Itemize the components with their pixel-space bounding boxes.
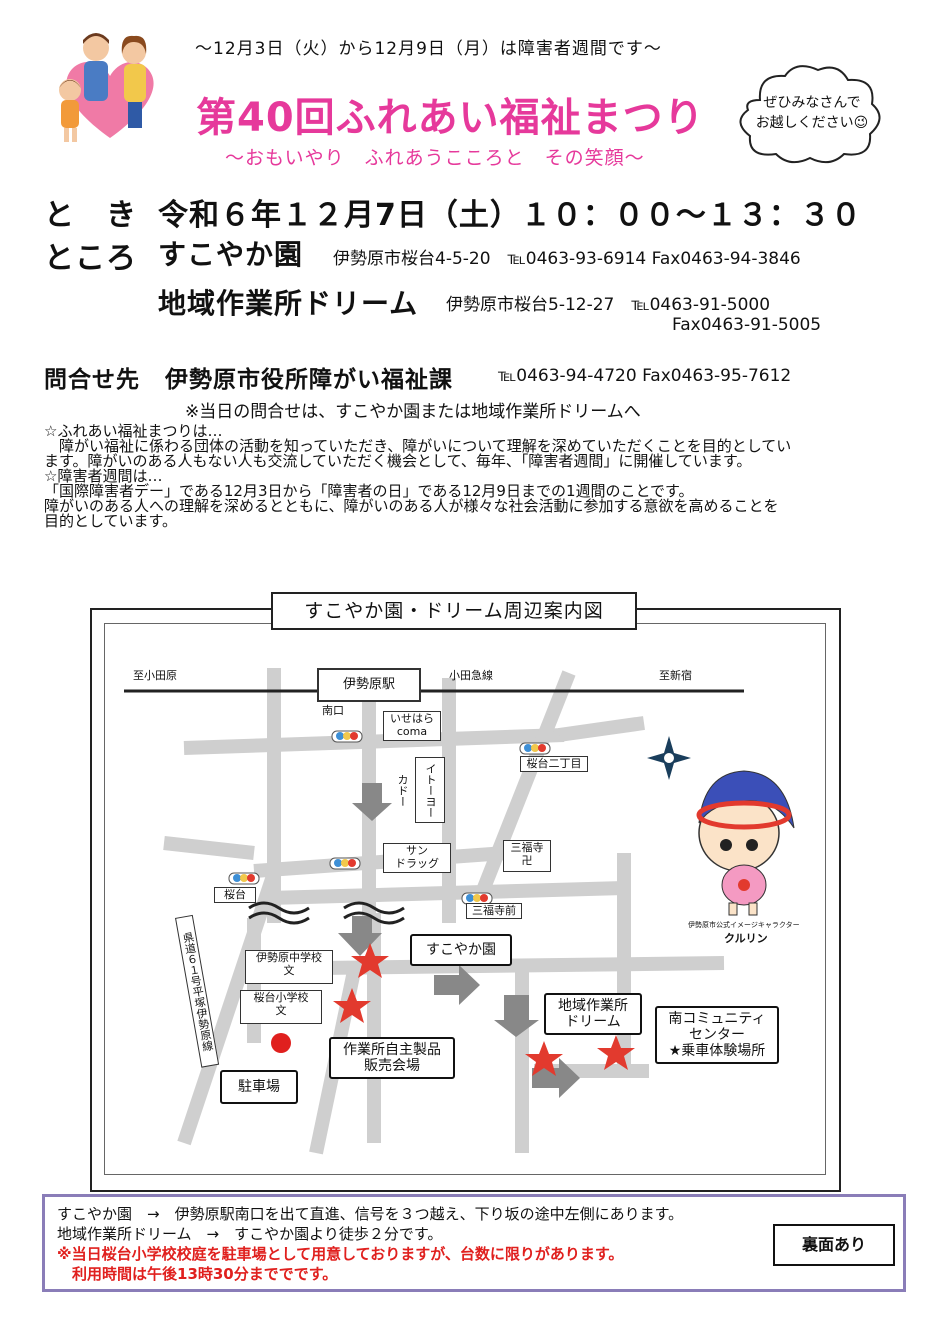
venue2-name: 地域作業所ドリーム — [158, 287, 419, 320]
desc-p1-line1: 障がい福祉に係わる団体の活動を知っていただき、障がいについて理解を深めていただく… — [44, 437, 792, 455]
callout-sales-line2: 販売会場 — [364, 1058, 420, 1074]
access-parking-note: ※当日桜台小学校校庭を駐車場として用意しておりますが、台数に限りがあります。 — [57, 1245, 624, 1263]
map-isehara-coma-line1: いせはら — [390, 712, 434, 725]
day-note: ※当日の問合せは、すこやか園または地域作業所ドリームへ — [185, 402, 641, 422]
where-label: ところ — [44, 241, 137, 276]
callout-community-line1: 南コミュニティ — [668, 1011, 766, 1027]
contact-detail: ℡0463-94-4720 Fax0463-95-7612 — [498, 366, 792, 386]
venue2-detail: 伊勢原市桜台5-12-27 ℡0463-91-5000 — [446, 295, 771, 315]
map-sun-drug-line2: ドラッグ — [395, 857, 439, 870]
map-title: すこやか園・ドリーム周辺案内図 — [271, 592, 637, 630]
access-parking-hours: 利用時間は午後13時30分まででです。 — [57, 1265, 338, 1283]
description: ☆ふれあい福祉まつりは… 障がい福祉に係わる団体の活動を知っていただき、障がいに… — [44, 424, 906, 529]
desc-p1-line2: ます。障がいのある人もない人も交流していただく機会として、毎年、「障害者週間」に… — [44, 452, 752, 470]
desc-p2-line1: 「国際障害者デー」である12月3日から「障害者の日」である12月9日までの1週間… — [44, 482, 694, 500]
map-sakuradai-es-mark: 文 — [275, 1004, 287, 1017]
cloud-message: ぜひみなさんで お越しください😉 — [752, 93, 872, 133]
when-value: 令和６年１２月7日（土）１０：００～１３：３０ — [158, 198, 862, 233]
mascot-caption: 伊勢原市公式イメージキャラクター — [688, 921, 800, 929]
back-side-note: 裏面あり — [773, 1224, 895, 1266]
map-to-odawara: 至小田原 — [133, 669, 177, 682]
access-line-1: すこやか園 → 伊勢原駅南口を出て直進、信号を３つ越え、下り坂の途中左側にありま… — [57, 1205, 684, 1223]
week-note: ～12月3日（火）から12月9日（月）は障害者週間です～ — [195, 39, 662, 59]
callout-sales-venue: 作業所自主製品 販売会場 — [329, 1037, 455, 1079]
cloud-line-1: ぜひみなさんで — [763, 95, 861, 111]
map-to-shinjuku: 至新宿 — [659, 669, 692, 682]
callout-dream-line1: 地域作業所 — [558, 998, 628, 1014]
map-sakuradai-es: 桜台小学校 文 — [240, 990, 322, 1024]
map-isehara-jhs-mark: 文 — [283, 964, 295, 977]
map-odakyu-line: 小田急線 — [449, 669, 493, 682]
desc-p2-line2: 障がいのある人への理解を深めるとともに、障がいのある人が様々な社会活動に参加する… — [44, 497, 779, 515]
when-label: と き — [44, 198, 137, 233]
callout-dream: 地域作業所 ドリーム — [544, 993, 642, 1035]
desc-heading-1: ☆ふれあい福祉まつりは… — [44, 422, 223, 440]
map-sun-drug: サン ドラッグ — [383, 843, 451, 873]
callout-community-line2: センター — [689, 1027, 745, 1043]
map-sanpukuji: 三福寺 卍 — [503, 840, 551, 872]
map-sakuradai-es-name: 桜台小学校 — [253, 991, 309, 1004]
callout-parking: 駐車場 — [220, 1070, 298, 1104]
page-title: 第40回ふれあい福祉まつり — [196, 95, 705, 141]
map-isehara-jhs: 伊勢原中学校 文 — [245, 950, 333, 984]
map-sakuradai: 桜台 — [214, 887, 256, 903]
callout-community-line3: ★乗車体験場所 — [668, 1043, 766, 1059]
callout-community-center: 南コミュニティ センター ★乗車体験場所 — [655, 1006, 779, 1064]
callout-sukoyaka: すこやか園 — [410, 934, 512, 966]
mascot-illustration — [696, 770, 795, 916]
contact-label: 問合せ先 — [44, 367, 140, 393]
map-isehara-coma-line2: coma — [396, 725, 428, 738]
map-roads — [124, 668, 795, 1155]
desc-p2-line3: 目的としています。 — [44, 512, 178, 530]
cloud-bubble-shape — [739, 65, 881, 164]
callout-dream-line2: ドリーム — [565, 1014, 621, 1030]
map-isehara-coma: いせはら coma — [383, 711, 441, 741]
access-info-box: すこやか園 → 伊勢原駅南口を出て直進、信号を３つ越え、下り坂の途中左側にありま… — [42, 1194, 906, 1292]
map-sanpukuji-line2: 卍 — [521, 854, 533, 867]
desc-heading-2: ☆障害者週間は… — [44, 467, 163, 485]
venue2-fax: Fax0463-91-5005 — [672, 315, 822, 335]
contact-name: 伊勢原市役所障がい福祉課 — [165, 367, 453, 393]
mascot-name: クルリン — [724, 932, 768, 945]
map-isehara-jhs-name: 伊勢原中学校 — [256, 951, 322, 964]
callout-sales-line1: 作業所自主製品 — [343, 1042, 441, 1058]
map-sanpukuji-line1: 三福寺 — [510, 841, 544, 854]
map-ito-yokado: イトーヨーカドー — [396, 757, 445, 823]
cloud-line-2: お越しください😉 — [755, 115, 869, 131]
map-south-exit: 南口 — [322, 704, 344, 717]
venue1-name: すこやか園 — [158, 238, 304, 271]
access-line-2: 地域作業所ドリーム → すこやか園より徒歩２分です。 — [57, 1225, 443, 1243]
map-station-box: 伊勢原駅 — [317, 668, 421, 702]
family-heart-illustration — [59, 33, 154, 142]
venue1-detail: 伊勢原市桜台4-5-20 ℡0463-93-6914 Fax0463-94-38… — [333, 249, 801, 269]
map-sun-drug-line1: サン — [406, 844, 428, 857]
subtitle: ～おもいやり ふれあうこころと その笑顔～ — [225, 147, 645, 169]
map-sakuradai-2chome: 桜台二丁目 — [520, 756, 588, 772]
map-sanpukuji-mae: 三福寺前 — [466, 903, 522, 919]
